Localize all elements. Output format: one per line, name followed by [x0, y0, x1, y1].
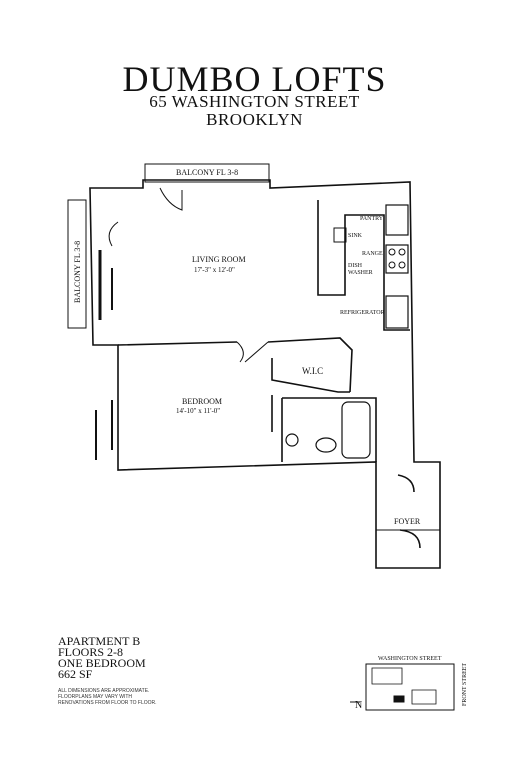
living-room-label: LIVING ROOM	[192, 255, 246, 264]
pantry	[385, 204, 409, 236]
balcony-top	[144, 163, 270, 183]
bathtub	[341, 401, 371, 459]
foyer-label: FOYER	[394, 517, 421, 526]
entry-door	[397, 474, 421, 549]
bedroom-size: 14'-10" x 11'-0"	[176, 407, 220, 415]
outer-wall	[89, 179, 441, 569]
apartment-floors: FLOORS 2-8	[58, 645, 124, 659]
refrigerator	[385, 295, 409, 329]
wic-wall	[271, 358, 350, 432]
building-name: DUMBO LOFTS	[122, 59, 387, 99]
dishwasher-label-2: WASHER	[348, 270, 373, 276]
wic-label: W.I.C	[302, 366, 323, 376]
refrigerator-label: REFRIGERATOR	[340, 310, 385, 316]
kitchen-sink	[333, 227, 347, 243]
kitchen-counter	[317, 200, 410, 331]
apartment-area: 662 SF	[58, 667, 93, 681]
toilet	[315, 437, 337, 453]
range	[385, 244, 409, 274]
disclaimer: ALL DIMENSIONS ARE APPROXIMATE. FLOORPLA…	[58, 688, 157, 706]
pantry-label: PANTRY	[360, 216, 384, 222]
apartment-info: APARTMENT B FLOORS 2-8 ONE BEDROOM 662 S…	[58, 634, 146, 681]
apartment-name: APARTMENT B	[58, 634, 141, 648]
bath-sink	[285, 433, 299, 447]
bedroom-label: BEDROOM	[182, 397, 222, 406]
bedroom-wall	[117, 337, 353, 393]
north-arrow-label: N	[355, 700, 362, 711]
balcony-left	[67, 199, 87, 329]
key-street-top: WASHINGTON STREET	[378, 656, 442, 662]
bathroom-wall	[281, 397, 377, 462]
sink-label: SINK	[348, 233, 363, 239]
key-plan: WASHINGTON STREET FRONT STREET N	[350, 656, 468, 711]
living-room-size: 17'-3" x 12'-0"	[194, 266, 235, 274]
key-street-right: FRONT STREET	[462, 663, 468, 706]
balcony-left-label: BALCONY FL 3-8	[73, 241, 82, 303]
building-address: 65 WASHINGTON STREET	[149, 92, 360, 111]
dishwasher-label-1: DISH	[348, 263, 363, 269]
range-label: RANGE	[362, 251, 383, 257]
building-city: BROOKLYN	[206, 110, 303, 129]
balcony-top-label: BALCONY FL 3-8	[176, 168, 238, 177]
apartment-type: ONE BEDROOM	[58, 656, 146, 670]
